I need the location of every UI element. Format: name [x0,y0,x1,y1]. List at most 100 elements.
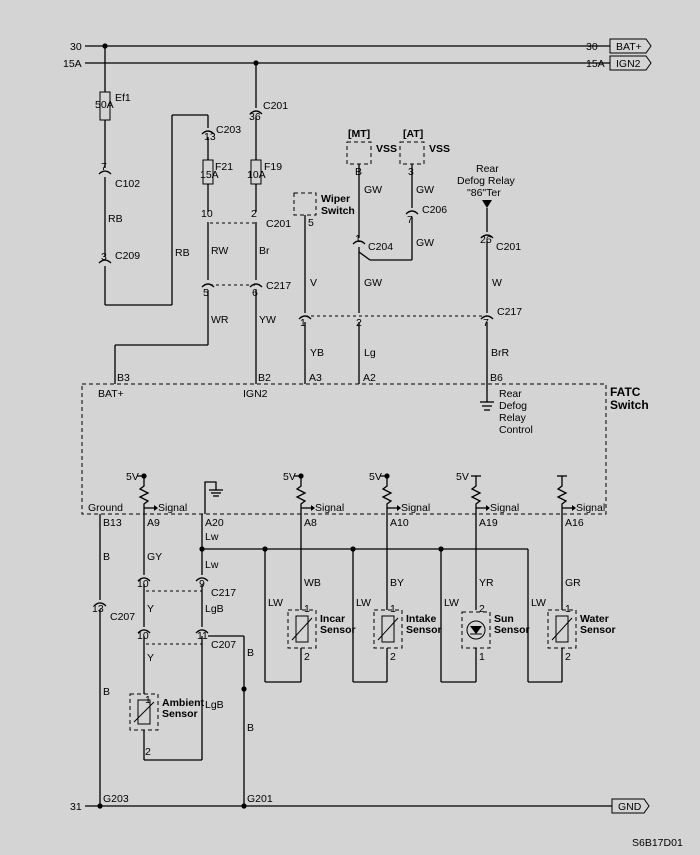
svg-text:Sensor: Sensor [494,624,530,636]
svg-text:Lg: Lg [364,347,376,359]
gnd-rail: 31 G203 G201 GND [70,793,650,814]
ign-rail: 15A 15A IGN2 [63,55,652,71]
svg-text:LW: LW [268,597,283,609]
rear-defog-relay-feed: Rear Defog Relay "86"Ter 26 C201 W 7 C21… [457,163,522,384]
svg-text:C217: C217 [497,306,522,318]
svg-text:A9: A9 [147,517,160,529]
svg-text:B6: B6 [490,372,503,384]
svg-text:2: 2 [251,208,257,220]
svg-text:Incar: Incar [320,613,345,625]
svg-text:7: 7 [101,161,107,173]
svg-text:Intake: Intake [406,613,437,625]
svg-text:YW: YW [259,314,276,326]
svg-text:RW: RW [211,245,228,257]
svg-text:B: B [247,647,254,659]
f19-branch: 36 C201 F19 10A 2 C201 Br 6 C217 YW [247,63,291,384]
svg-text:A3: A3 [309,372,322,384]
svg-text:10A: 10A [247,169,266,181]
vss-at: [AT] VSS 3 GW 7 C206 GW [399,128,450,260]
fatc-sensor-inputs: 5V Signal 5V Signal 5V Signal 5V Sign [88,471,605,529]
svg-text:G201: G201 [247,793,273,805]
incar-sensor: WB 1 Incar Sensor 2 [265,514,356,683]
svg-text:LgB: LgB [205,603,224,615]
svg-text:15A: 15A [63,58,82,70]
svg-text:A20: A20 [205,517,224,529]
svg-text:50A: 50A [95,99,114,111]
svg-text:BY: BY [390,577,404,589]
svg-text:Defog: Defog [499,400,527,412]
svg-text:Signal: Signal [490,502,519,514]
svg-text:Relay: Relay [499,412,527,424]
svg-text:2: 2 [390,651,396,663]
svg-text:C204: C204 [368,241,393,253]
svg-text:BAT+: BAT+ [616,41,642,53]
ambient-sensor-path: GY 10 Y 10 Y 1 Ambient Sensor 2 [129,514,205,761]
svg-text:2: 2 [145,746,151,758]
svg-text:1: 1 [304,603,310,615]
svg-text:C201: C201 [263,100,288,112]
svg-text:10: 10 [137,578,149,590]
svg-text:LW: LW [356,597,371,609]
svg-text:B: B [247,722,254,734]
svg-text:B3: B3 [117,372,130,384]
svg-text:Sensor: Sensor [162,708,198,720]
fatc-switch-box: FATC Switch B3 BAT+ B2 IGN2 A3 A2 B6 Rea… [81,372,649,515]
svg-text:C209: C209 [115,250,140,262]
svg-text:B2: B2 [258,372,271,384]
sensor-ground-path: Lw Lw 9 C217 LgB 11 C207 LgB B B [195,514,254,806]
svg-text:C217: C217 [211,587,236,599]
svg-text:C102: C102 [115,178,140,190]
svg-text:2: 2 [304,651,310,663]
svg-text:B13: B13 [103,517,122,529]
svg-text:3: 3 [408,166,414,178]
svg-text:Lw: Lw [205,531,219,543]
svg-text:GW: GW [364,277,382,289]
svg-text:1: 1 [565,603,571,615]
svg-text:Sensor: Sensor [406,624,442,636]
svg-text:C206: C206 [422,204,447,216]
svg-text:30: 30 [586,41,598,53]
svg-text:10: 10 [137,630,149,642]
bat-rail: 30 30 BAT+ [70,38,652,54]
svg-text:WR: WR [211,314,229,326]
svg-text:GY: GY [147,551,162,563]
svg-text:A19: A19 [479,517,498,529]
svg-text:RB: RB [108,213,123,225]
svg-text:5: 5 [308,217,314,229]
svg-text:F21: F21 [215,161,233,173]
svg-text:Lw: Lw [205,559,219,571]
diagram-code: S6B17D01 [632,837,683,849]
svg-text:FATC: FATC [610,385,641,399]
svg-text:GW: GW [364,184,382,196]
svg-text:VSS: VSS [376,143,397,155]
svg-text:5V: 5V [456,471,469,483]
svg-text:30: 30 [70,41,82,53]
svg-text:GW: GW [416,237,434,249]
svg-text:C201: C201 [496,241,521,253]
svg-text:B: B [103,686,110,698]
svg-text:7: 7 [407,214,413,226]
svg-text:6: 6 [252,287,258,299]
svg-text:LgB: LgB [205,699,224,711]
sun-sensor: YR 2 Sun Sensor 1 [441,514,530,683]
svg-text:Defog Relay: Defog Relay [457,175,516,187]
svg-text:5V: 5V [283,471,296,483]
svg-text:Sun: Sun [494,613,514,625]
svg-text:Signal: Signal [401,502,430,514]
svg-text:[MT]: [MT] [348,128,370,140]
svg-text:A10: A10 [390,517,409,529]
svg-text:Wiper: Wiper [321,193,350,205]
svg-text:Water: Water [580,613,609,625]
svg-text:5V: 5V [369,471,382,483]
lw-bus: LW LW LW LW [202,546,546,682]
svg-text:13: 13 [92,603,104,615]
svg-text:Y: Y [147,652,154,664]
svg-text:W: W [492,277,502,289]
svg-text:C207: C207 [211,639,236,651]
svg-text:IGN2: IGN2 [243,388,268,400]
svg-text:G203: G203 [103,793,129,805]
svg-text:RB: RB [175,247,190,259]
svg-text:1: 1 [355,233,361,245]
svg-text:A8: A8 [304,517,317,529]
